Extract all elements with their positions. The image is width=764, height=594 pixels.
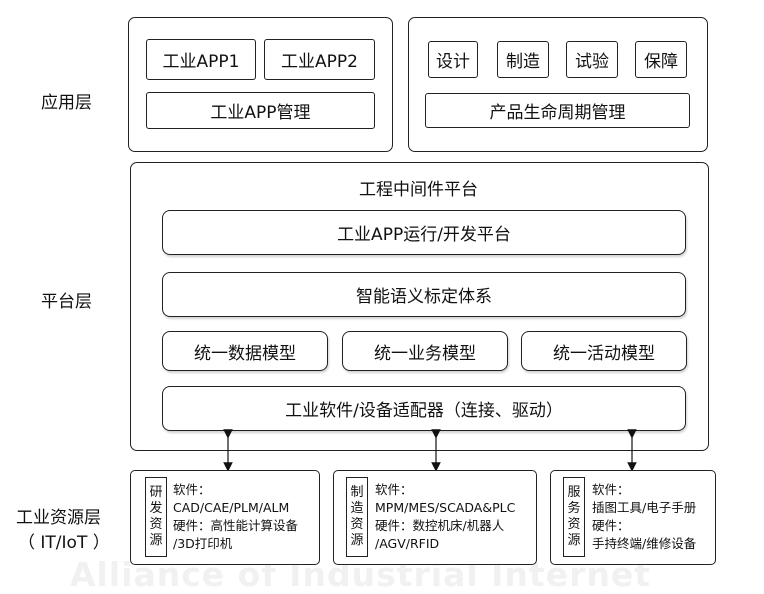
resource-rd-details: 软件： CAD/CAE/PLM/ALM 硬件：高性能计算设备 /3D打印机: [173, 482, 299, 551]
platform-semantic: 智能语义标定体系: [162, 272, 686, 317]
resource-service-details: 软件： 插图工具/电子手册 硬件： 手持终端/维修设备: [592, 482, 697, 551]
platform-activity-model: 统一活动模型: [521, 331, 687, 371]
layer-label-application: 应用层: [41, 93, 92, 113]
resource-panel-service: [550, 470, 716, 565]
app-box-app2: 工业APP2: [264, 39, 375, 80]
app-box-plm: 产品生命周期管理: [425, 93, 690, 128]
platform-data-model: 统一数据模型: [162, 331, 328, 371]
layer-label-platform: 平台层: [41, 292, 92, 312]
resource-label-manufacturing: 制造资源: [346, 477, 368, 557]
platform-adapter: 工业软件/设备适配器（连接、驱动）: [162, 386, 686, 431]
app-box-app1: 工业APP1: [146, 39, 256, 80]
app-box-test: 试验: [566, 41, 618, 78]
platform-business-model: 统一业务模型: [342, 331, 508, 371]
app-box-manufacture: 制造: [497, 41, 549, 78]
platform-runtime: 工业APP运行/开发平台: [162, 210, 686, 255]
resource-label-service: 服务资源: [563, 477, 585, 557]
platform-title: 工程中间件平台: [359, 180, 478, 200]
app-panel-right: [408, 17, 708, 152]
app-box-design: 设计: [428, 41, 478, 78]
layer-label-resource-sub: （ IT/IoT ）: [18, 533, 110, 553]
app-box-app-management: 工业APP管理: [146, 92, 375, 129]
resource-manufacturing-details: 软件： MPM/MES/SCADA&PLC 硬件：数控机床/机器人 /AGV/R…: [375, 482, 516, 551]
resource-label-rd: 研发资源: [145, 477, 167, 557]
layer-label-resource: 工业资源层: [16, 508, 101, 528]
resource-panel-rd: [130, 470, 320, 565]
app-box-support: 保障: [635, 41, 687, 78]
